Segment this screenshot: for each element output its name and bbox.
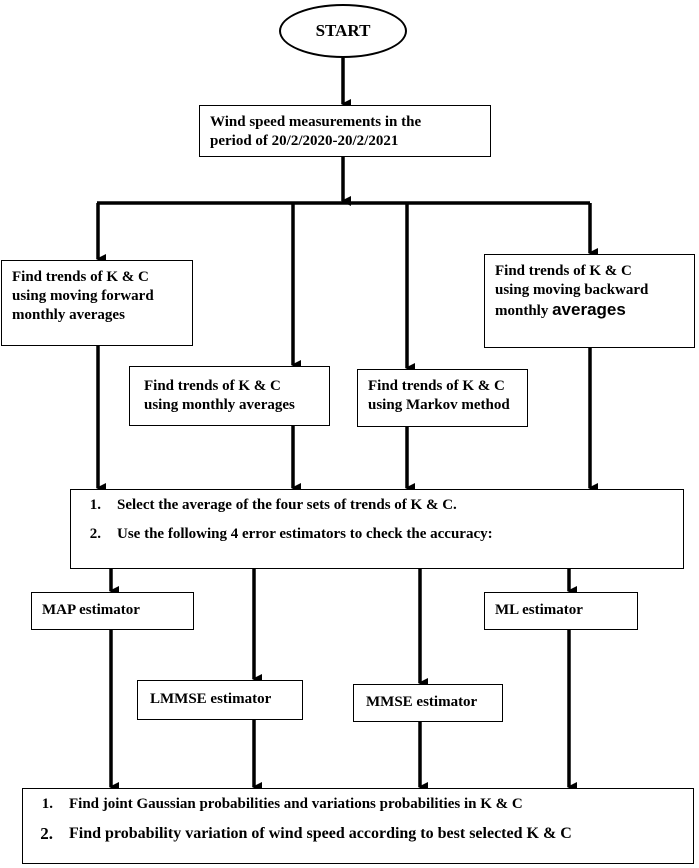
start-label: START — [315, 21, 371, 40]
final-item: 1. Find joint Gaussian probabilities and… — [23, 795, 693, 814]
trend-forward-line3: monthly averages — [12, 307, 125, 323]
measurement-line1: Wind speed measurements in the — [210, 114, 422, 130]
final-item-number: 1. — [41, 796, 53, 812]
final-node: 1. Find joint Gaussian probabilities and… — [22, 788, 694, 864]
trend-backward-line3b: averages — [552, 300, 626, 319]
measurement-line2: period of 20/2/2020-20/2/2021 — [210, 133, 399, 149]
final-item-number: 2. — [40, 824, 53, 843]
select-item-number: 2. — [89, 526, 101, 542]
start-node: START — [279, 4, 407, 58]
trend-monthly-node: Find trends of K & C using monthly avera… — [129, 366, 330, 426]
trend-backward-line3: monthly averages — [495, 300, 684, 321]
trend-forward-line2: using moving forward — [12, 288, 154, 304]
select-node: 1. Select the average of the four sets o… — [70, 489, 684, 569]
trend-markov-line2: using Markov method — [368, 397, 510, 413]
map-estimator-node: MAP estimator — [31, 592, 194, 630]
select-item-number: 1. — [89, 497, 101, 513]
map-estimator-label: MAP estimator — [42, 602, 140, 618]
trend-forward-line1: Find trends of K & C — [12, 269, 149, 285]
trend-markov-line1: Find trends of K & C — [368, 378, 505, 394]
trend-backward-node: Find trends of K & C using moving backwa… — [484, 254, 695, 348]
trend-forward-node: Find trends of K & C using moving forwar… — [1, 260, 193, 346]
mmse-estimator-node: MMSE estimator — [353, 684, 503, 722]
select-item-text: Select the average of the four sets of t… — [117, 497, 457, 513]
trend-backward-line2: using moving backward — [495, 282, 649, 298]
ml-estimator-label: ML estimator — [495, 602, 583, 618]
trend-backward-line1: Find trends of K & C — [495, 263, 632, 279]
select-item: 1. Select the average of the four sets o… — [71, 496, 683, 515]
trend-monthly-line1: Find trends of K & C — [144, 378, 281, 394]
select-item-text: Use the following 4 error estimators to … — [117, 526, 493, 542]
measurement-node: Wind speed measurements in the period of… — [199, 105, 491, 157]
lmmse-estimator-label: LMMSE estimator — [150, 691, 272, 707]
final-item: 2. Find probability variation of wind sp… — [23, 824, 693, 843]
final-item-text: Find joint Gaussian probabilities and va… — [69, 796, 523, 812]
trend-backward-line3a: monthly — [495, 303, 553, 319]
lmmse-estimator-node: LMMSE estimator — [137, 680, 303, 720]
ml-estimator-node: ML estimator — [484, 592, 638, 630]
select-item: 2. Use the following 4 error estimators … — [71, 525, 683, 544]
mmse-estimator-label: MMSE estimator — [366, 694, 478, 710]
trend-monthly-line2: using monthly averages — [144, 397, 295, 413]
trend-markov-node: Find trends of K & C using Markov method — [357, 369, 528, 427]
final-item-text: Find probability variation of wind speed… — [69, 825, 572, 842]
